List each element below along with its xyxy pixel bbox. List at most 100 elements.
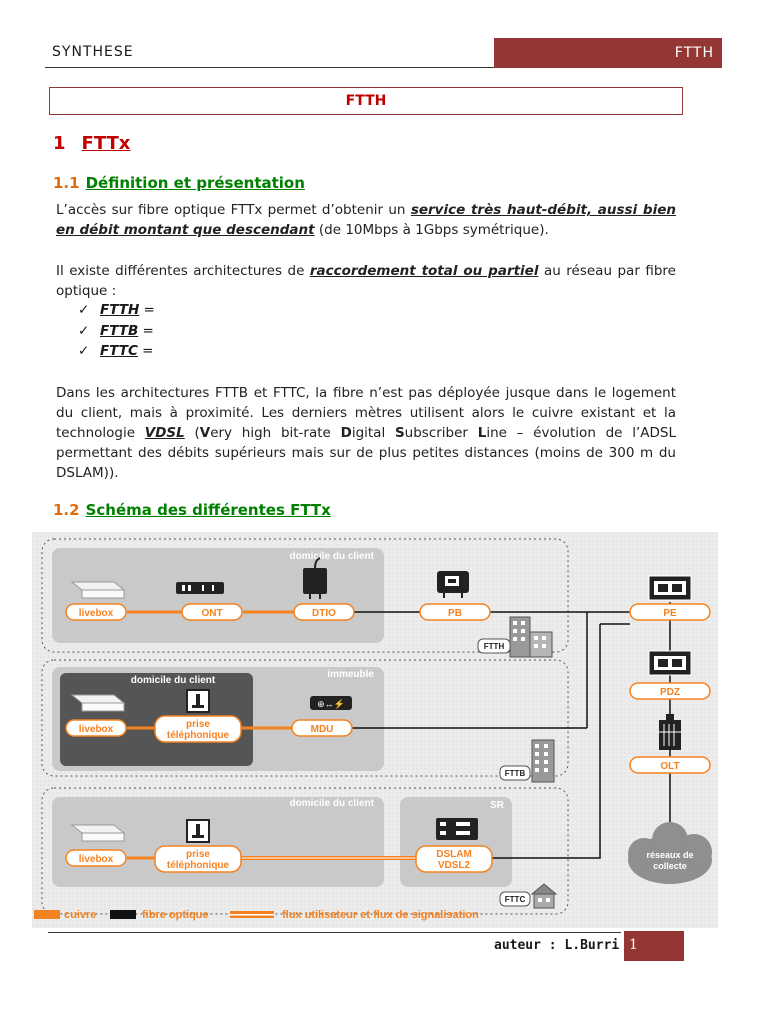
fttb-tag-box: [499, 765, 531, 781]
ont-device: [176, 582, 224, 594]
phone-socket-icon: [186, 819, 210, 843]
fiber-link: [490, 624, 601, 859]
cloud-label-2: collecte: [653, 861, 687, 871]
cloud-icon: [628, 822, 712, 884]
p3-vdsl: VDSL: [144, 425, 185, 441]
list-item: ✓FTTB =: [78, 321, 155, 342]
prise-label-1: prise: [186, 849, 210, 860]
heading-1-number: 1: [53, 133, 66, 154]
svg-text:⊕↔⚡: ⊕↔⚡: [317, 698, 345, 710]
list-item-term: FTTC: [100, 343, 138, 359]
list-item-term: FTTB: [100, 322, 139, 339]
pe-label-box: [629, 603, 711, 621]
phone-socket-icon: [186, 689, 210, 713]
livebox-device: [70, 824, 126, 842]
pb-label-box: [419, 603, 491, 621]
page-number: 1: [621, 931, 684, 961]
list-item-rest: =: [137, 343, 154, 359]
pdz-device: [648, 650, 692, 676]
p1-emphasis: service très haut-débit, aussi bien en d…: [56, 202, 676, 238]
heading-1-2-number: 1.2: [53, 501, 80, 519]
footer-rule: [48, 932, 684, 933]
zone-fttb-home-label: domicile du client: [131, 675, 216, 686]
dslam-device: [436, 818, 478, 840]
p3-word-4: ine – évolution de l’ADSL permettant des…: [56, 425, 676, 481]
livebox-label: livebox: [79, 854, 114, 865]
p3-letter-v: V: [199, 425, 211, 441]
olt-device: [659, 714, 681, 750]
list-item-rest: =: [138, 322, 154, 339]
zone-fttb: [41, 659, 569, 777]
dslam-label-2: VDSL2: [438, 860, 471, 871]
dslam-label-box: [415, 845, 493, 873]
mdu-label: MDU: [311, 724, 334, 735]
legend-copper-label: cuivre: [64, 909, 96, 921]
heading-1-1-number: 1.1: [53, 174, 80, 192]
pe-label: PE: [663, 608, 677, 619]
p3-letter-d: D: [340, 425, 352, 441]
zone-sr-label: SR: [490, 800, 505, 811]
pdz-label-box: [629, 682, 711, 700]
livebox-label-box: [65, 603, 127, 621]
legend-copper-swatch: [34, 910, 60, 919]
paragraph-vdsl: Dans les architectures FTTB et FTTC, la …: [56, 383, 676, 483]
list-item: ✓FTTH =: [78, 300, 155, 321]
paragraph-architectures: Il existe différentes architectures de r…: [56, 261, 676, 301]
legend-fiber-label: fibre optique: [142, 909, 209, 921]
fttx-diagram: domicile du client immeuble domicile du …: [32, 532, 718, 928]
livebox-label-box: [65, 849, 127, 867]
zone-fttb-label: immeuble: [327, 669, 374, 680]
legend-flux-inner: [230, 914, 274, 916]
dtio-label-box: [293, 603, 355, 621]
footer-author: auteur : L.Burri: [494, 938, 620, 953]
livebox-label: livebox: [79, 724, 114, 735]
zone-fttc-home: [52, 797, 384, 887]
header-doc-title: FTTH: [494, 38, 722, 68]
olt-label: OLT: [660, 761, 679, 772]
legend: cuivre fibre optique flux utilisateur et…: [34, 909, 479, 921]
p1-text-c: (de 10Mbps à 1Gbps symétrique).: [314, 222, 549, 238]
dtio-device: [303, 557, 327, 599]
p2-text-c: au réseau par fibre optique :: [56, 263, 676, 299]
heading-1-2-text: Schéma des différentes FTTx: [85, 501, 331, 519]
dslam-label-1: DSLAM: [436, 849, 472, 860]
p1-text-a: L’accès sur fibre optique FTTx permet d’…: [56, 202, 411, 218]
zone-ftth-label: domicile du client: [290, 551, 375, 562]
architecture-list: ✓ FTTH = ✓FTTB = ✓ FTTC =: [78, 300, 155, 362]
checkmark-icon: ✓: [78, 302, 90, 318]
checkmark-icon: ✓: [78, 343, 90, 359]
building-icon: [509, 616, 553, 658]
document-title: FTTH: [49, 87, 683, 115]
heading-1-1: 1.1 Définition et présentation: [53, 174, 305, 192]
livebox-label: livebox: [79, 608, 114, 619]
heading-1-2: 1.2 Schéma des différentes FTTx: [53, 501, 331, 519]
olt-label-box: [629, 756, 711, 774]
p2-emphasis: raccordement total ou partiel: [309, 263, 539, 279]
zone-fttc: [41, 787, 569, 915]
ftth-tag: FTTH: [484, 642, 505, 651]
building-icon: [531, 739, 555, 783]
p3-letter-l: L: [477, 425, 487, 441]
list-item-term: FTTH: [100, 302, 140, 318]
pb-device: [437, 571, 469, 598]
p2-text-a: Il existe différentes architectures de: [56, 263, 310, 279]
house-icon: [530, 883, 558, 909]
zone-ftth: [41, 538, 569, 653]
p3-letter-s: S: [394, 425, 405, 441]
fttc-tag: FTTC: [505, 895, 526, 904]
ftth-tag-box: [477, 638, 511, 654]
prise-label-1: prise: [186, 719, 210, 730]
ont-label: ONT: [201, 608, 222, 619]
prise-label-box: [154, 845, 242, 873]
prise-label-2: téléphonique: [167, 860, 230, 871]
heading-1-1-text: Définition et présentation: [85, 174, 305, 192]
dtio-label: DTIO: [312, 608, 336, 619]
p3-word-3: ubscriber: [404, 425, 478, 441]
prise-label-2: téléphonique: [167, 730, 230, 741]
p3-text-a: Dans les architectures FTTB et FTTC, la …: [56, 385, 676, 441]
zone-fttc-label: domicile du client: [290, 798, 375, 809]
livebox-device: [70, 694, 126, 712]
legend-fiber-swatch: [110, 910, 136, 919]
pe-device: [648, 575, 692, 601]
